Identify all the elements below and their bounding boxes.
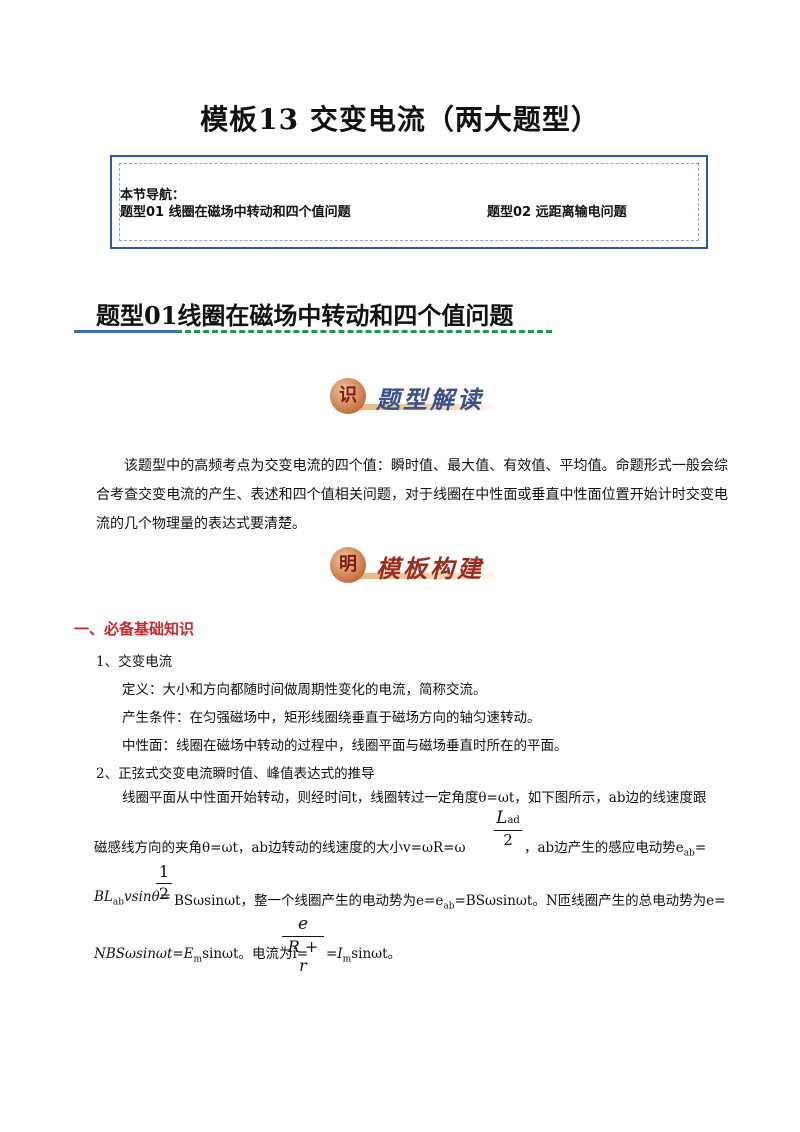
nav-box (110, 155, 708, 249)
item2-line2a: 磁感线方向的夹角θ=ωt，ab边转动的线速度的大小v=ωR=ω (94, 840, 466, 856)
fraction-one-half: 1 2 (156, 862, 172, 903)
item2-line3b: BSωsinωt，整一个线圈产生的电动势为e=eab=BSωsinωt。N匝线圈… (174, 893, 726, 912)
item1-title: 1、交变电流 (96, 654, 173, 670)
item1-definition: 定义：大小和方向都随时间做周期性变化的电流，简称交流。 (122, 682, 487, 698)
item2-title: 2、正弦式交变电流瞬时值、峰值表达式的推导 (96, 766, 375, 782)
fraction-e-over-r-plus-r: e R + r (282, 914, 324, 975)
section-title: 题型01线圈在磁场中转动和四个值问题 (96, 301, 514, 330)
fraction-lad-over-2: Lad 2 (494, 808, 522, 849)
intro-paragraph: 该题型中的高频考点为交变电流的四个值：瞬时值、最大值、有效值、平均值。命题形式一… (96, 458, 728, 532)
item2-line1: 线圈平面从中性面开始转动，则经时间t，线圈转过一定角度θ=ωt，如下图所示，ab… (122, 790, 707, 806)
nav-label: 本节导航： (120, 188, 186, 203)
item2-line4b: =Imsinωt。 (326, 946, 402, 965)
section-underline-blue (74, 330, 176, 333)
badge-text: 题型解读 (376, 385, 484, 414)
badge-template: 明 模板构建 (330, 547, 500, 583)
item2-line3a: BLabvsinθ= (94, 889, 172, 908)
heading-basics: 一、必备基础知识 (74, 620, 195, 638)
nav-item-type01[interactable]: 题型01 线圈在磁场中转动和四个值问题 (120, 205, 351, 220)
seal-icon: 明 (330, 547, 366, 583)
badge-question-type: 识 题型解读 (330, 378, 500, 414)
page-title: 模板13 交变电流（两大题型） (200, 103, 600, 136)
item1-neutral-plane: 中性面：线圈在磁场中转动的过程中，线圈平面与磁场垂直时所在的平面。 (122, 738, 568, 754)
item2-line2b: ，ab边产生的感应电动势eab= (524, 840, 707, 859)
item2-line4a: NBSωsinωt=Emsinωt。电流为i= (94, 946, 309, 965)
item1-condition: 产生条件：在匀强磁场中，矩形线圈绕垂直于磁场方向的轴匀速转动。 (122, 710, 541, 726)
badge-text: 模板构建 (376, 554, 484, 583)
seal-icon: 识 (330, 378, 366, 414)
nav-item-type02[interactable]: 题型02 远距离输电问题 (487, 205, 627, 220)
section-underline-green (176, 330, 552, 333)
